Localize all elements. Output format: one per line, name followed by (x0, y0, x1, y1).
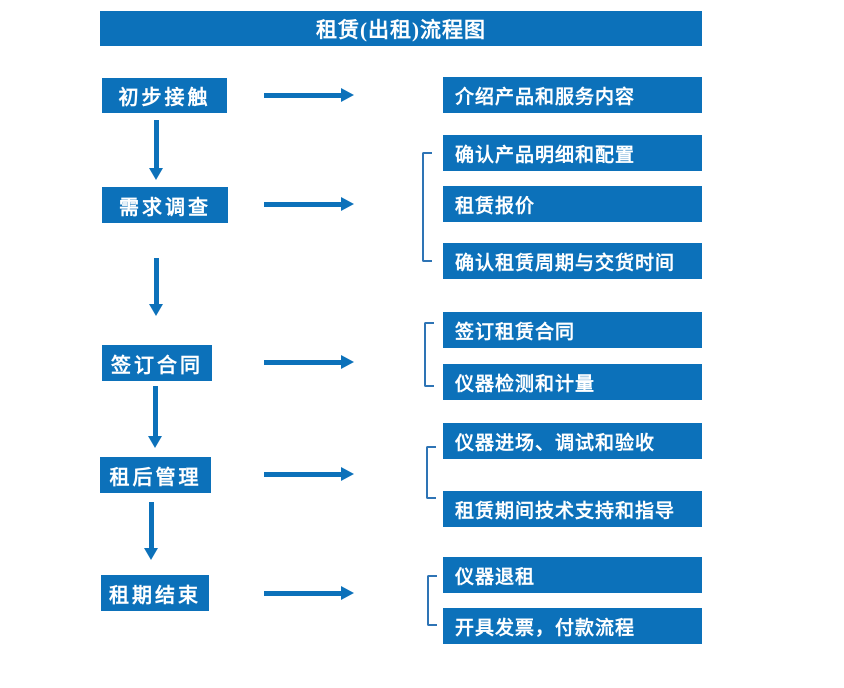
detail-box-sign-rental-contract: 签订租赁合同 (443, 312, 702, 348)
stage-box-sign-contract: 签订合同 (102, 345, 212, 381)
right-arrow-5 (264, 586, 354, 600)
right-arrow-1 (264, 88, 354, 102)
detail-box-instrument-setup-acceptance: 仪器进场、调试和验收 (443, 423, 702, 459)
group-bracket-demand-survey (422, 152, 432, 262)
detail-box-confirm-period-delivery: 确认租赁周期与交货时间 (443, 243, 702, 279)
stage-box-lease-end: 租期结束 (101, 575, 209, 611)
detail-box-technical-support: 租赁期间技术支持和指导 (443, 491, 702, 527)
detail-box-invoice-payment: 开具发票，付款流程 (443, 608, 702, 644)
down-arrow-1 (149, 120, 163, 180)
detail-box-instrument-return: 仪器退租 (443, 557, 702, 593)
detail-box-instrument-testing: 仪器检测和计量 (443, 364, 702, 400)
right-arrow-3 (264, 355, 354, 369)
stage-box-post-rental-management: 租后管理 (100, 457, 211, 493)
stage-box-initial-contact: 初步接触 (102, 78, 227, 113)
detail-box-confirm-product-config: 确认产品明细和配置 (443, 135, 702, 171)
group-bracket-sign-contract (424, 322, 434, 387)
detail-box-rental-quotation: 租赁报价 (443, 186, 702, 222)
group-bracket-lease-end (427, 575, 437, 626)
right-arrow-4 (264, 467, 354, 481)
chart-title-bar: 租赁(出租)流程图 (100, 11, 702, 46)
detail-box-introduce-products: 介绍产品和服务内容 (443, 77, 702, 113)
chart-title: 租赁(出租)流程图 (316, 17, 486, 42)
stage-box-demand-survey: 需求调查 (102, 187, 228, 223)
right-arrow-2 (264, 197, 354, 211)
down-arrow-4 (144, 502, 158, 560)
down-arrow-2 (149, 258, 163, 316)
down-arrow-3 (148, 386, 162, 448)
group-bracket-post-rental (426, 446, 436, 499)
